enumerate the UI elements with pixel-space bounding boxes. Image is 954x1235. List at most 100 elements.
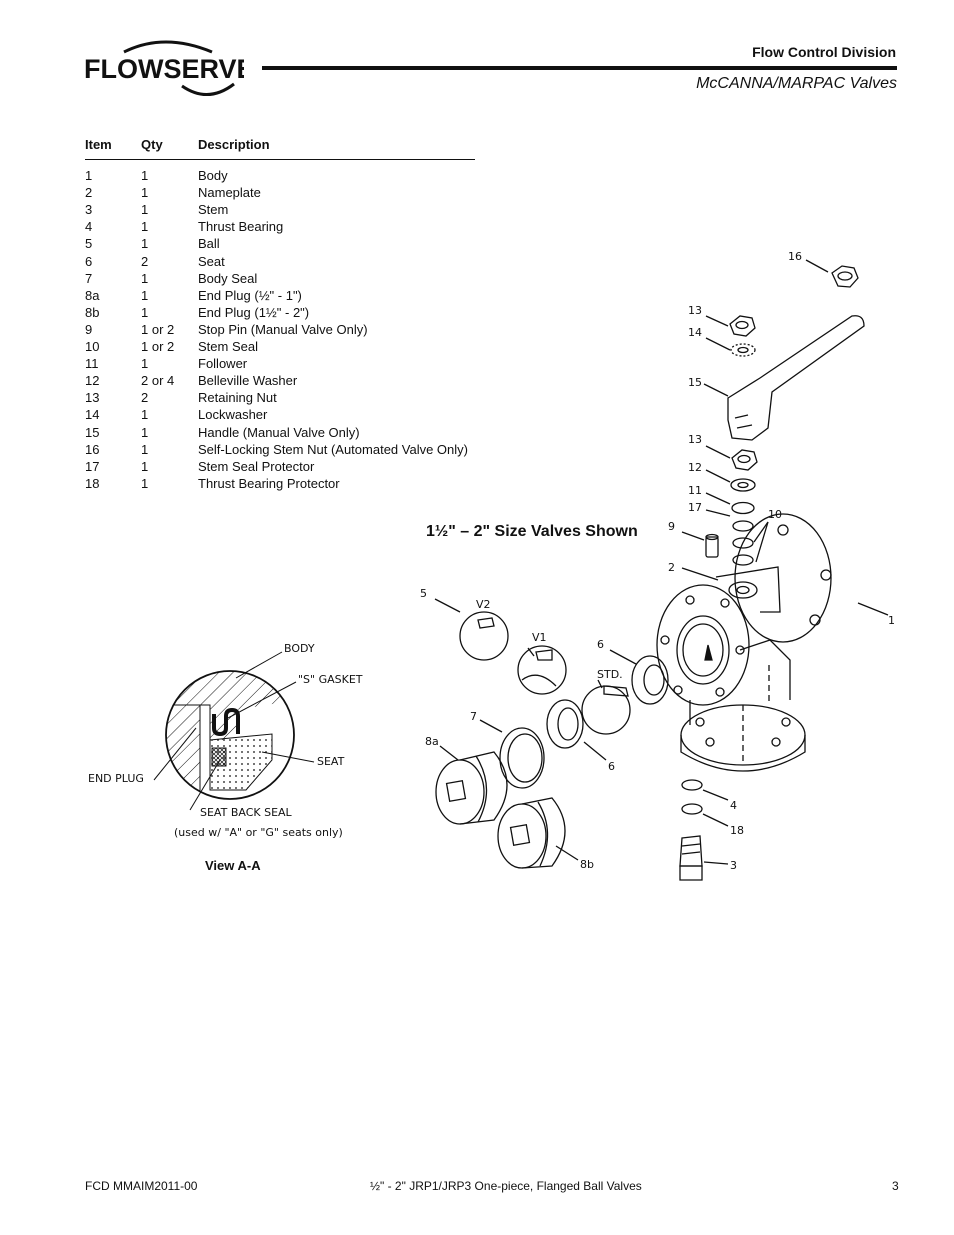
seat-upper-icon [631, 655, 669, 705]
cell-description: Body [198, 168, 228, 184]
series-title: McCANNA/MARPAC Valves [696, 75, 897, 92]
cell-description: End Plug (½" - 1") [198, 287, 302, 303]
cell-description: Handle (Manual Valve Only) [198, 424, 360, 440]
valve-body-icon [656, 513, 832, 772]
cell-item: 11 [85, 356, 99, 372]
callout-8a: 8a [425, 735, 439, 748]
table-row: 1 1 Body [85, 160, 475, 185]
cell-qty: 1 [141, 236, 149, 252]
callout-2: 2 [668, 561, 675, 574]
cell-qty: 1 [141, 458, 149, 474]
callout-13a: 13 [688, 304, 702, 317]
cell-item: 8b [85, 304, 100, 320]
cell-qty: 2 or 4 [141, 373, 175, 389]
lockwasher-icon [730, 343, 756, 357]
body-seal-icon [499, 727, 545, 789]
cell-description: Ball [198, 236, 220, 252]
retaining-nut-lower-icon [731, 449, 758, 471]
cell-description: Stem Seal Protector [198, 458, 315, 474]
column-header-qty: Qty [141, 136, 198, 161]
division-title: Flow Control Division [752, 44, 896, 60]
callout-std: STD. [597, 668, 623, 681]
cell-description: Stop Pin (Manual Valve Only) [198, 321, 368, 337]
cell-item: 10 [85, 339, 100, 355]
cell-item: 1 [85, 168, 93, 184]
cell-description: Body Seal [198, 270, 258, 286]
cell-qty: 1 or 2 [141, 339, 175, 355]
cell-qty: 1 or 2 [141, 321, 175, 337]
cell-qty: 2 [141, 390, 149, 406]
cell-qty: 1 [141, 287, 149, 303]
cell-qty: 1 [141, 407, 149, 423]
seat-lower-icon [546, 699, 584, 749]
stop-pin-icon [705, 533, 719, 558]
detail-label-seat: SEAT [317, 755, 345, 768]
callout-9: 9 [668, 520, 675, 533]
cell-qty: 1 [141, 202, 149, 218]
callout-10: 10 [768, 508, 782, 521]
stem-seal-icon [732, 520, 754, 566]
cell-qty: 2 [141, 253, 149, 269]
column-header-item: Item [85, 136, 141, 161]
cell-description: End Plug (1½" - 2") [198, 304, 310, 320]
cell-qty: 1 [141, 168, 149, 184]
cell-item: 13 [85, 390, 100, 406]
callout-4: 4 [730, 799, 737, 812]
cell-qty: 1 [141, 424, 149, 440]
footer-doc-number: FCD MMAIM2011-00 [85, 1179, 198, 1193]
detail-label-body: BODY [284, 642, 315, 655]
cell-item: 5 [85, 236, 93, 252]
follower-icon [731, 501, 755, 515]
cell-qty: 1 [141, 185, 149, 201]
cell-description: Belleville Washer [198, 373, 298, 389]
footer-title: ½" - 2" JRP1/JRP3 One-piece, Flanged Bal… [370, 1179, 642, 1193]
cell-item: 14 [85, 407, 100, 423]
callout-3: 3 [730, 859, 737, 872]
cell-description: Nameplate [198, 185, 261, 201]
cell-item: 6 [85, 253, 93, 269]
cell-description: Thrust Bearing [198, 219, 284, 235]
cell-description: Retaining Nut [198, 390, 277, 406]
callout-v1: V1 [532, 631, 547, 644]
cell-description: Stem Seal [198, 339, 258, 355]
cell-description: Follower [198, 356, 248, 372]
callout-16: 16 [788, 250, 802, 263]
cell-item: 12 [85, 373, 100, 389]
footer-page-number: 3 [892, 1179, 899, 1193]
cell-description: Thrust Bearing Protector [198, 475, 340, 491]
table-row: 5 1 Ball [85, 235, 475, 252]
thrust-bearing-protector-icon [681, 803, 703, 815]
cell-item: 4 [85, 219, 93, 235]
callout-labels: 16 13 14 15 13 12 11 17 10 9 2 1 5 V2 V1… [420, 250, 895, 872]
flowserve-logo: FLOWSERVE [84, 40, 244, 96]
thrust-bearing-icon [681, 779, 703, 791]
table-row: 12 2 or 4 Belleville Washer [85, 372, 475, 389]
callout-1: 1 [888, 614, 895, 627]
cell-item: 17 [85, 458, 100, 474]
cell-item: 15 [85, 424, 100, 440]
stem-icon [679, 835, 703, 881]
handle-icon [727, 315, 865, 441]
table-row: 10 1 or 2 Stem Seal [85, 338, 475, 355]
cell-item: 16 [85, 441, 100, 457]
detail-label-note: (used w/ "A" or "G" seats only) [174, 826, 343, 839]
cell-item: 3 [85, 202, 93, 218]
cell-qty: 1 [141, 475, 149, 491]
callout-18: 18 [730, 824, 744, 837]
stem-nut-icon [831, 265, 859, 288]
figure-caption: 1½" – 2" Size Valves Shown [426, 523, 638, 540]
callout-8b: 8b [580, 858, 594, 871]
table-row: 13 2 Retaining Nut [85, 389, 475, 406]
cell-item: 9 [85, 321, 93, 337]
detail-label-seat-back-seal: SEAT BACK SEAL [200, 806, 293, 819]
table-row: 9 1 or 2 Stop Pin (Manual Valve Only) [85, 321, 475, 338]
ball-std-icon [581, 685, 631, 735]
